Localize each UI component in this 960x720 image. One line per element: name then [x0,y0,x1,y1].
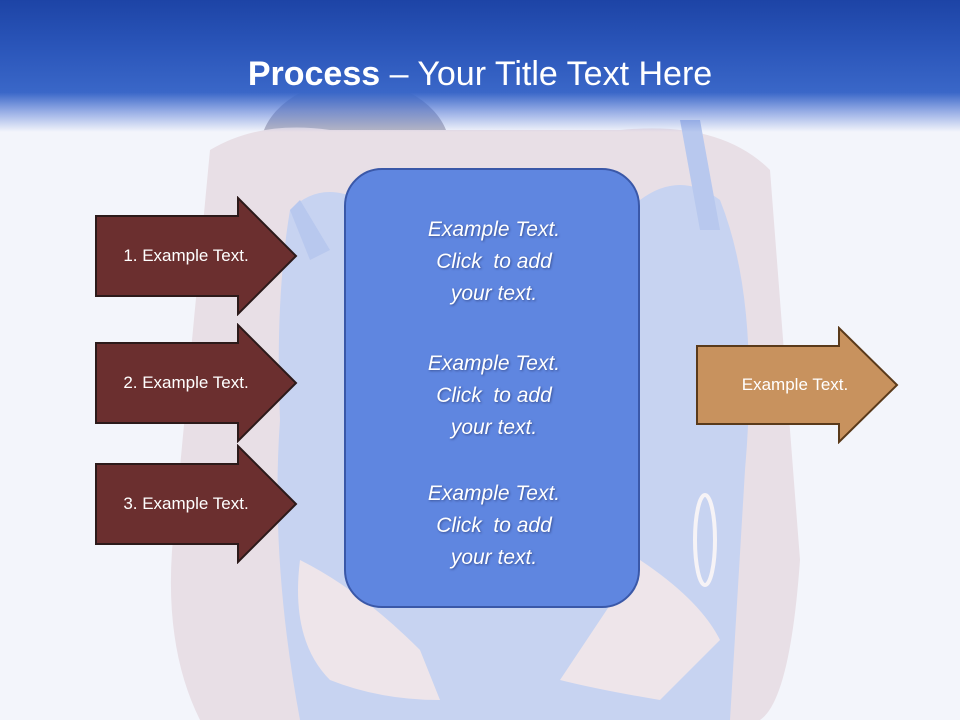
center-text-block-3: Example Text. Click to add your text. [346,478,642,574]
arrow-right-shape [95,444,298,564]
center-line: Example Text. [427,352,561,375]
center-line: your text. [450,416,538,439]
title-rest: – Your Title Text Here [380,55,713,93]
center-line: Click to add [436,250,552,273]
title-bold: Process [247,55,381,93]
output-label: Example Text. [741,375,849,394]
center-line: Example Text. [427,482,561,505]
center-line: your text. [450,546,538,569]
center-text-block-1: Example Text. Click to add your text. [346,214,642,310]
step-label: 3. Example Text. [123,494,249,513]
title-band [0,0,960,132]
step-arrow-3[interactable]: 3. Example Text. [94,444,300,564]
center-line: Example Text. [427,218,561,241]
arrow-right-shape [95,323,298,443]
output-arrow[interactable]: Example Text. [695,326,901,444]
step-arrow-2[interactable]: 2. Example Text. [94,323,300,443]
center-line: Click to add [436,514,552,537]
step-arrow-1[interactable]: 1. Example Text. [94,196,300,316]
arrow-right-shape [95,196,298,316]
center-text-box[interactable]: Example Text. Click to add your text. Ex… [344,168,640,608]
step-label: 2. Example Text. [123,373,249,392]
center-text-block-2: Example Text. Click to add your text. [346,348,642,444]
slide-title[interactable]: Process – Your Title Text Here [0,52,960,96]
center-line: Click to add [436,384,552,407]
arrow-right-shape [696,326,899,444]
center-line: your text. [450,282,538,305]
step-label: 1. Example Text. [123,246,249,265]
